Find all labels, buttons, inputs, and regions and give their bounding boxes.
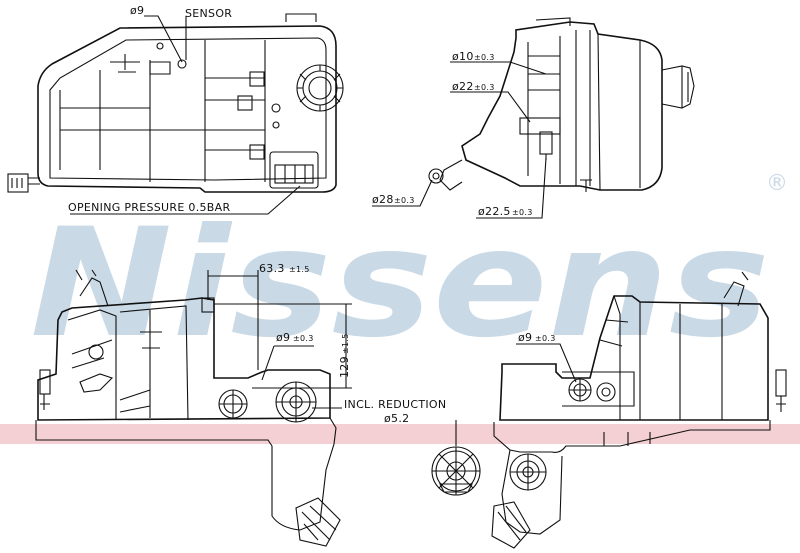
label-d5-2: ø5.2 <box>384 412 409 425</box>
label-d9-front: ø9 <box>276 331 290 344</box>
label-opening-pressure: OPENING PRESSURE 0.5BAR <box>68 201 230 214</box>
label-d10-tol: ±0.3 <box>474 53 495 62</box>
label-incl-reduction: INCL. REDUCTION <box>344 398 446 411</box>
label-dim63: 63.3 <box>259 262 285 275</box>
label-d9-front-tol: ±0.3 <box>293 334 314 343</box>
label-d28-tol: ±0.3 <box>394 196 415 205</box>
top-right-tank-view <box>372 17 695 219</box>
label-sensor: SENSOR <box>185 7 232 20</box>
pink-stripe <box>0 424 800 444</box>
bottom-right-tank-view <box>491 271 787 549</box>
brand-watermark: Nissens <box>30 197 770 371</box>
label-dim129: 129 <box>338 356 351 378</box>
label-d10: ø10 <box>452 50 474 63</box>
registered-mark: ® <box>766 171 788 196</box>
label-d9-top: ø9 <box>130 4 144 17</box>
label-d22-5-tol: ±0.3 <box>512 208 533 217</box>
label-d28: ø28 <box>372 193 394 206</box>
reduction-detail <box>431 420 481 496</box>
label-d22-tol: ±0.3 <box>474 83 495 92</box>
label-dim129-tol: ±1.5 <box>341 333 350 354</box>
label-d9-right-tol: ±0.3 <box>535 334 556 343</box>
label-dim129-group: 129 ±1.5 <box>338 333 351 378</box>
bottom-left-tank-view <box>35 269 352 547</box>
label-d22-5: ø22.5 <box>478 205 511 218</box>
label-d9-right: ø9 <box>518 331 532 344</box>
label-d22: ø22 <box>452 80 474 93</box>
top-left-tank-view <box>7 13 344 215</box>
label-dim63-tol: ±1.5 <box>289 265 310 274</box>
